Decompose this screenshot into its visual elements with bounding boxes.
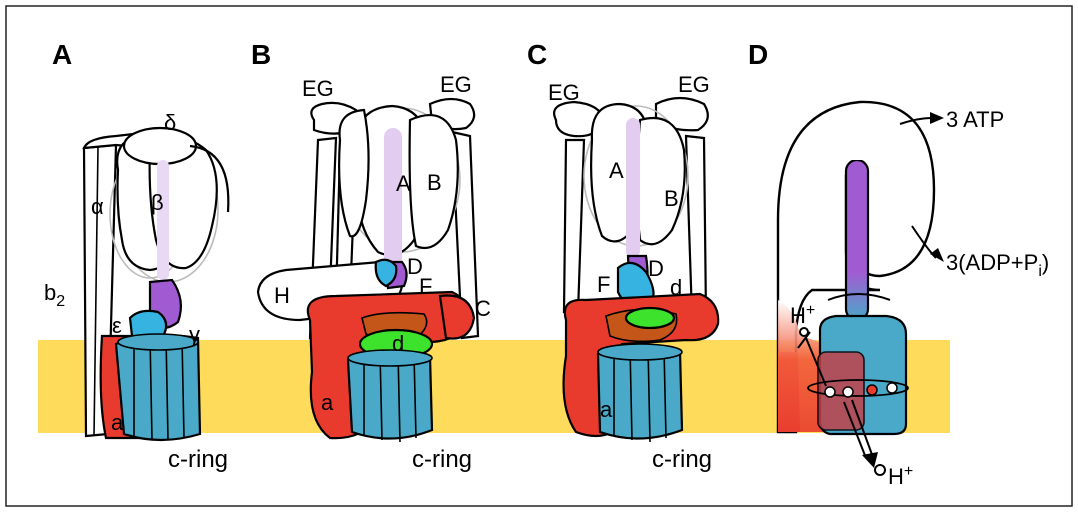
label-beta: β xyxy=(151,190,164,215)
panel-a-letter: A xyxy=(52,39,72,70)
panel-b-letter: B xyxy=(251,39,271,70)
label-A-b: A xyxy=(396,171,411,196)
label-atp: 3 ATP xyxy=(946,107,1004,132)
subunit-d-c xyxy=(626,308,674,328)
label-alpha: α xyxy=(91,194,104,219)
label-F-c: F xyxy=(597,272,610,297)
label-B-c: B xyxy=(664,186,679,211)
panel-d-letter: D xyxy=(748,39,768,70)
c-ring xyxy=(116,335,200,440)
label-eg-left-c: EG xyxy=(548,80,580,105)
label-c-ring: c-ring xyxy=(168,446,228,473)
panel-c-letter: C xyxy=(527,39,547,70)
label-D-c: D xyxy=(648,256,664,281)
label-d-c: d xyxy=(670,275,682,300)
label-delta: δ xyxy=(164,110,176,135)
label-F-b: F xyxy=(419,274,432,299)
label-c-ring-c: c-ring xyxy=(652,446,712,473)
label-gamma: γ xyxy=(189,322,200,347)
label-a-b: a xyxy=(321,390,334,415)
label-H-b: H xyxy=(274,283,290,308)
label-eg-right-b: EG xyxy=(440,72,472,97)
label-A-c: A xyxy=(609,158,624,183)
label-B-b: B xyxy=(427,170,442,195)
label-eg-right-c: EG xyxy=(678,72,710,97)
central-stalk-d xyxy=(846,160,868,320)
label-a: a xyxy=(111,410,124,435)
label-epsilon: ε xyxy=(112,313,122,338)
label-c-ring-b: c-ring xyxy=(412,446,472,473)
label-a-c: a xyxy=(600,397,613,422)
label-eg-left-b: EG xyxy=(302,76,334,101)
label-d-b: d xyxy=(392,331,404,356)
label-C-b: C xyxy=(475,296,491,321)
delta-subunit xyxy=(124,128,196,164)
